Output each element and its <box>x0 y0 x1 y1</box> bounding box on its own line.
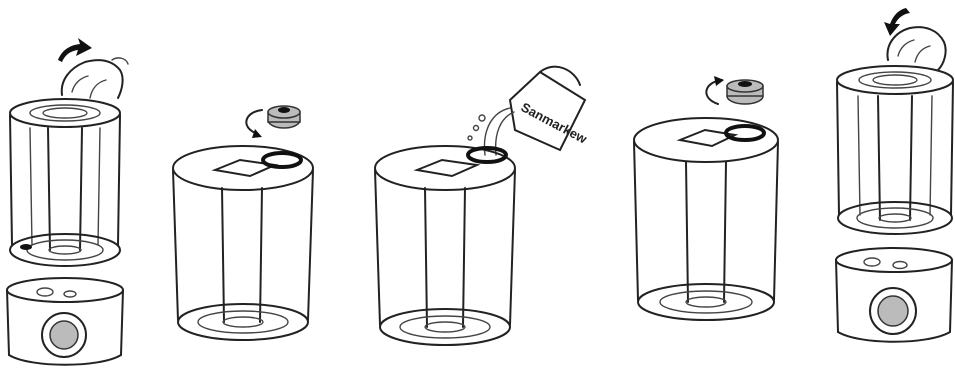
step-3-pour-water: Sanmarkew <box>375 67 590 345</box>
water-tank <box>375 146 515 345</box>
step-4-screw-cap <box>634 76 778 320</box>
step-2-unscrew-cap <box>173 106 313 340</box>
step-5-place-tank <box>836 8 953 342</box>
curved-arrow-icon <box>58 38 92 62</box>
water-tank <box>634 118 778 320</box>
step-1-lift-tank <box>7 38 128 365</box>
hand-icon <box>887 27 945 70</box>
water-tank <box>173 146 313 340</box>
curved-arrow-icon <box>706 76 724 104</box>
curved-arrow-icon <box>246 110 262 138</box>
tank-cap-icon <box>268 106 300 128</box>
water-tank <box>10 99 120 266</box>
water-jug-icon: Sanmarkew <box>510 67 590 150</box>
control-knob-icon <box>42 313 86 357</box>
humidifier-base <box>836 248 952 342</box>
tank-cap-icon <box>727 80 763 104</box>
hand-icon <box>62 58 128 98</box>
curved-arrow-icon <box>884 8 910 36</box>
humidifier-base <box>7 278 123 365</box>
control-knob-icon <box>870 288 916 334</box>
water-tank <box>837 66 953 234</box>
